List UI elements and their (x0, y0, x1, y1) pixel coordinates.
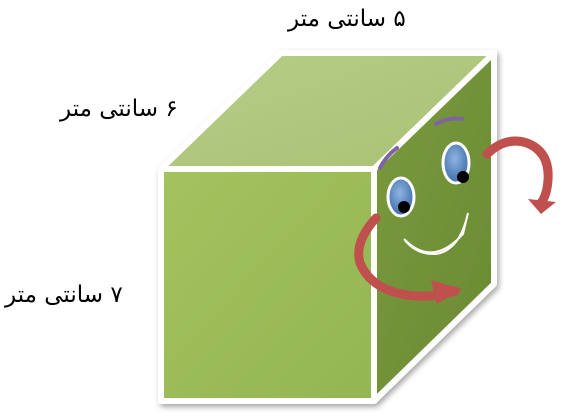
smiley-face-icon (378, 116, 471, 256)
rotate-arrow-lower-head (431, 280, 462, 304)
smile (403, 212, 469, 256)
depth-label: ۶ سانتی متر (60, 96, 178, 122)
right-pupil (457, 171, 469, 183)
cube-front-face (158, 166, 377, 404)
right-eyebrow (434, 116, 464, 126)
cube (158, 50, 497, 404)
rotate-arrow-icon (354, 136, 556, 304)
rotate-arrow-upper (482, 136, 553, 208)
left-pupil (398, 201, 410, 213)
width-label: ۵ سانتی متر (288, 6, 406, 32)
height-label: ۷ سانتی متر (5, 282, 123, 308)
left-eyebrow (378, 146, 399, 170)
rotate-arrow-upper-head (528, 199, 556, 214)
